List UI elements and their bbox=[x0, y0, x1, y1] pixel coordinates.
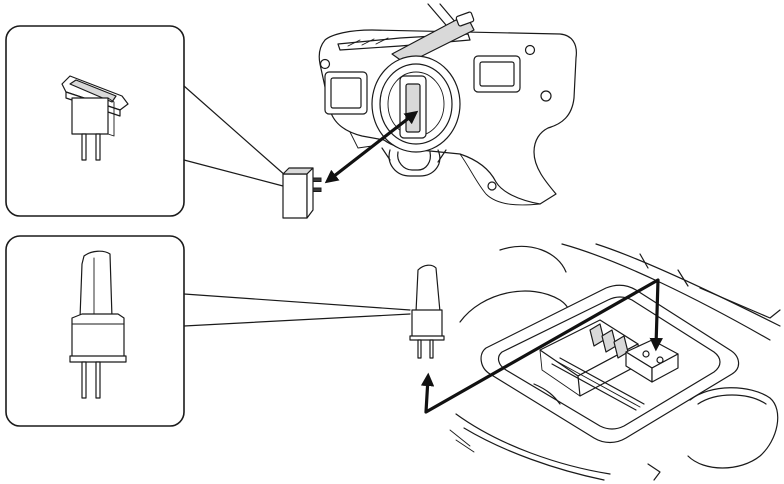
receiver-insert-arrow bbox=[420, 278, 663, 414]
transmitter-crystal-callout bbox=[5, 25, 287, 217]
crystal-plug-icon bbox=[61, 75, 129, 161]
receiver-crystal-callout bbox=[5, 235, 411, 427]
transmitter-illustration bbox=[318, 3, 577, 206]
transmitter-insert-arrow bbox=[324, 110, 419, 184]
receiver-crystal-plug bbox=[409, 264, 445, 359]
receiver-chassis-illustration bbox=[449, 243, 781, 481]
crystal-with-ribbon-icon bbox=[69, 250, 127, 399]
transmitter-crystal-plug bbox=[282, 167, 322, 219]
